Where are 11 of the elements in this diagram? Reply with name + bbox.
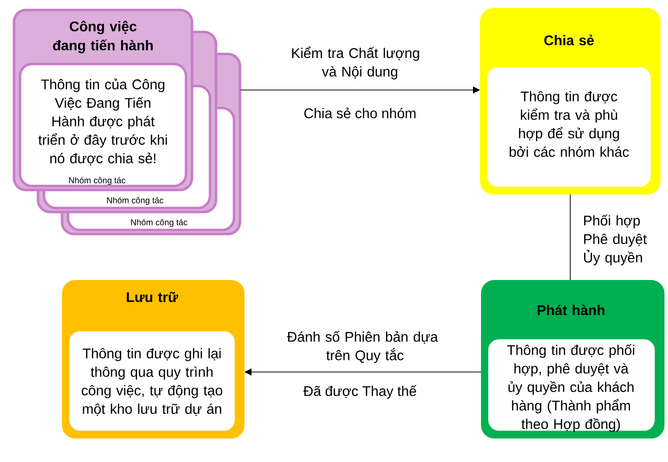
edge-label: Phối hợp Phê duyệt Ủy quyền: [584, 214, 647, 266]
edge-label: Đánh số Phiên bản dựa trên Quy tắc: [287, 330, 438, 364]
process-card: Phát hành Thông tin được phối hợp, phê duyệt và ủy quyền của khách hàng (Thành phẩm theo Hợp đồng): [481, 280, 664, 438]
node-label: Nhóm công tác: [131, 218, 188, 227]
process-card: Lưu trữ Thông tin được ghi lại thông qua quy trình công việc, tự động tạo một kho lưu trữ dự án: [62, 280, 244, 438]
process-card: Chia sẻ Thông tin được kiểm tra và phù hợp để sử dụng bởi các nhóm khác: [480, 8, 660, 194]
node-label: Nhóm công tác: [107, 196, 164, 205]
edge-note: Đã được Thay thế: [303, 385, 417, 399]
edge-label: Kiểm tra Chất lượng và Nội dung: [292, 46, 420, 80]
edge-note: Chia sẻ cho nhóm: [304, 108, 416, 118]
process-card: Công việc đang tiến hành Thông tin của Công Việc Đang Tiến Hành được phát triển ở đây trước khi nó được chia sẻ! Nhóm công tác Nhóm công tác Nhóm công tác: [12, 8, 242, 236]
